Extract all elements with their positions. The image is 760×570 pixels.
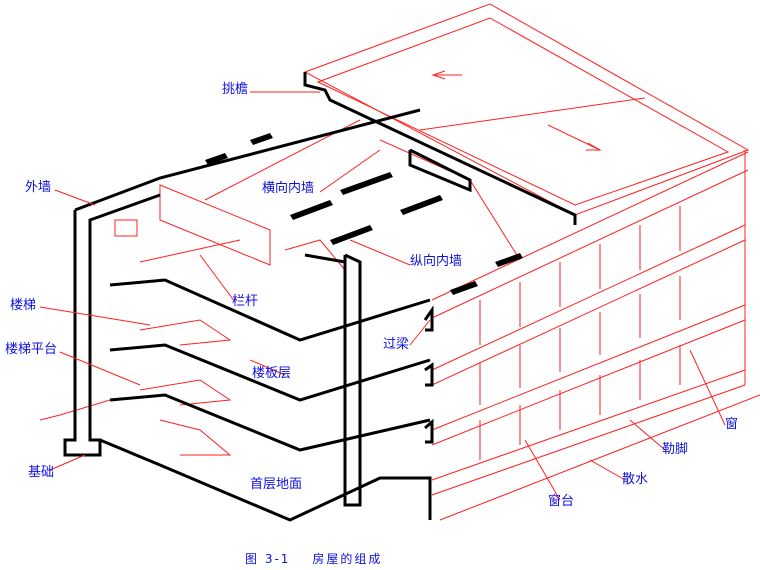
label-windowsill: 窗台 xyxy=(548,494,575,509)
outline-lines xyxy=(39,3,760,521)
label-eaves: 挑檐 xyxy=(222,82,249,97)
caption-number: 图 3-1 xyxy=(245,552,291,566)
caption-title: 房屋的组成 xyxy=(312,552,383,566)
label-floor-slab: 楼板层 xyxy=(252,366,292,381)
label-longitudinal-wall: 纵向内墙 xyxy=(410,254,463,269)
label-apron: 散水 xyxy=(622,472,649,487)
label-exterior-wall: 外墙 xyxy=(25,180,52,195)
label-transverse-wall: 横向内墙 xyxy=(262,181,315,196)
label-window: 窗 xyxy=(725,417,739,432)
leader-lines xyxy=(39,91,726,501)
roof-plane xyxy=(303,3,750,216)
label-stair-landing: 楼梯平台 xyxy=(5,342,58,357)
section-lines xyxy=(63,72,577,522)
label-stairs: 楼梯 xyxy=(10,298,37,313)
wall-stubs xyxy=(205,133,523,295)
windows xyxy=(479,206,681,460)
label-foundation: 基础 xyxy=(28,465,55,480)
label-ground-floor: 首层地面 xyxy=(250,477,303,492)
label-railing: 栏杆 xyxy=(232,294,259,309)
label-lintel: 过梁 xyxy=(383,337,410,352)
label-plinth: 勒脚 xyxy=(662,442,689,457)
figure-caption: 图 3-1 房屋的组成 xyxy=(245,550,404,567)
